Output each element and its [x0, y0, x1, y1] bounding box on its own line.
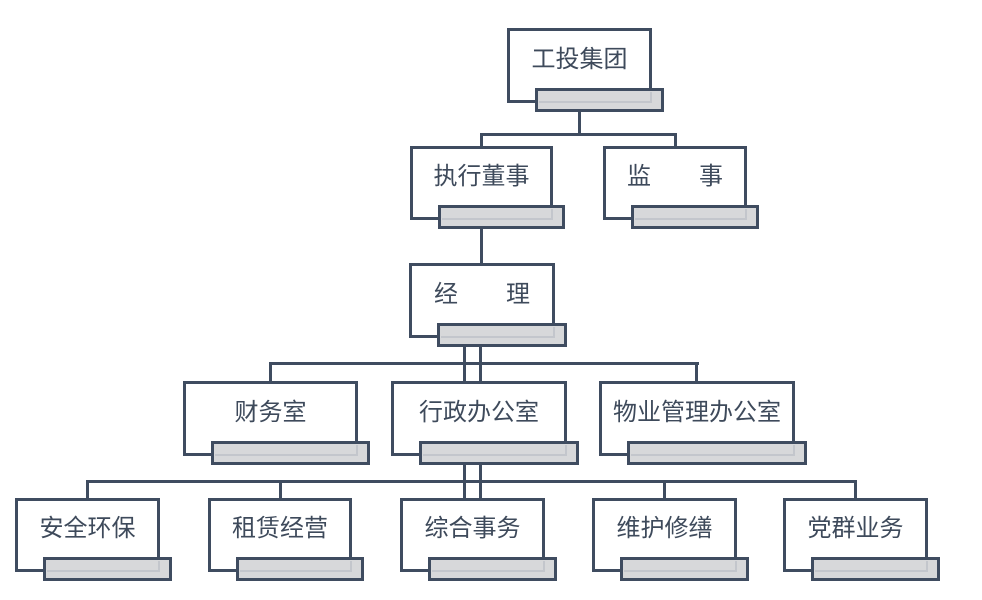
org-node-label-leasing-operation: 租赁经营 [232, 515, 328, 542]
org-node-label-property-management-office: 物业管理办公室 [613, 398, 781, 426]
org-node-label-manager: 经 理 [434, 280, 530, 308]
org-node-placeholder-finance-office[interactable] [211, 441, 370, 465]
org-node-label-executive-director: 执行董事 [433, 163, 530, 190]
connector-vertical-line [463, 450, 466, 500]
org-node-label-admin-office: 行政办公室 [419, 398, 539, 426]
org-node-placeholder-executive-director[interactable] [438, 205, 565, 229]
connector-vertical-line [86, 480, 89, 500]
org-node-placeholder-party-mass-affairs[interactable] [811, 557, 940, 581]
connector-vertical-line [695, 362, 698, 383]
org-node-placeholder-maintenance-repair[interactable] [620, 557, 749, 581]
connector-horizontal-line [86, 480, 857, 483]
org-node-label-gongtou-group: 工投集团 [531, 45, 628, 73]
connector-horizontal-line [480, 133, 677, 136]
connector-vertical-line [578, 100, 581, 136]
org-node-label-safety-environment: 安全环保 [39, 515, 136, 542]
org-node-placeholder-safety-environment[interactable] [43, 557, 172, 581]
connector-vertical-line [480, 215, 483, 265]
org-node-label-maintenance-repair: 维护修缮 [616, 515, 713, 542]
connector-vertical-line [663, 480, 666, 500]
org-node-placeholder-general-affairs[interactable] [428, 557, 557, 581]
org-node-label-finance-office: 财务室 [234, 398, 307, 426]
connector-vertical-line [854, 480, 857, 500]
org-node-label-supervisor: 监 事 [627, 163, 723, 190]
org-node-label-party-mass-affairs: 党群业务 [807, 515, 904, 542]
connector-vertical-line [279, 480, 282, 500]
connector-horizontal-line [269, 362, 699, 365]
org-node-placeholder-leasing-operation[interactable] [236, 557, 364, 581]
connector-vertical-line [269, 362, 272, 383]
org-node-placeholder-property-management-office[interactable] [627, 441, 807, 465]
org-node-placeholder-supervisor[interactable] [631, 205, 759, 229]
connector-vertical-line [480, 133, 483, 149]
connector-vertical-line [463, 335, 466, 383]
org-node-safety-environment[interactable]: 安全环保 [15, 498, 160, 572]
org-node-placeholder-admin-office[interactable] [419, 441, 579, 465]
connector-vertical-line [674, 133, 677, 149]
org-node-placeholder-manager[interactable] [437, 323, 567, 347]
org-node-label-general-affairs: 综合事务 [424, 515, 521, 542]
org-node-placeholder-gongtou-group[interactable] [535, 88, 664, 112]
